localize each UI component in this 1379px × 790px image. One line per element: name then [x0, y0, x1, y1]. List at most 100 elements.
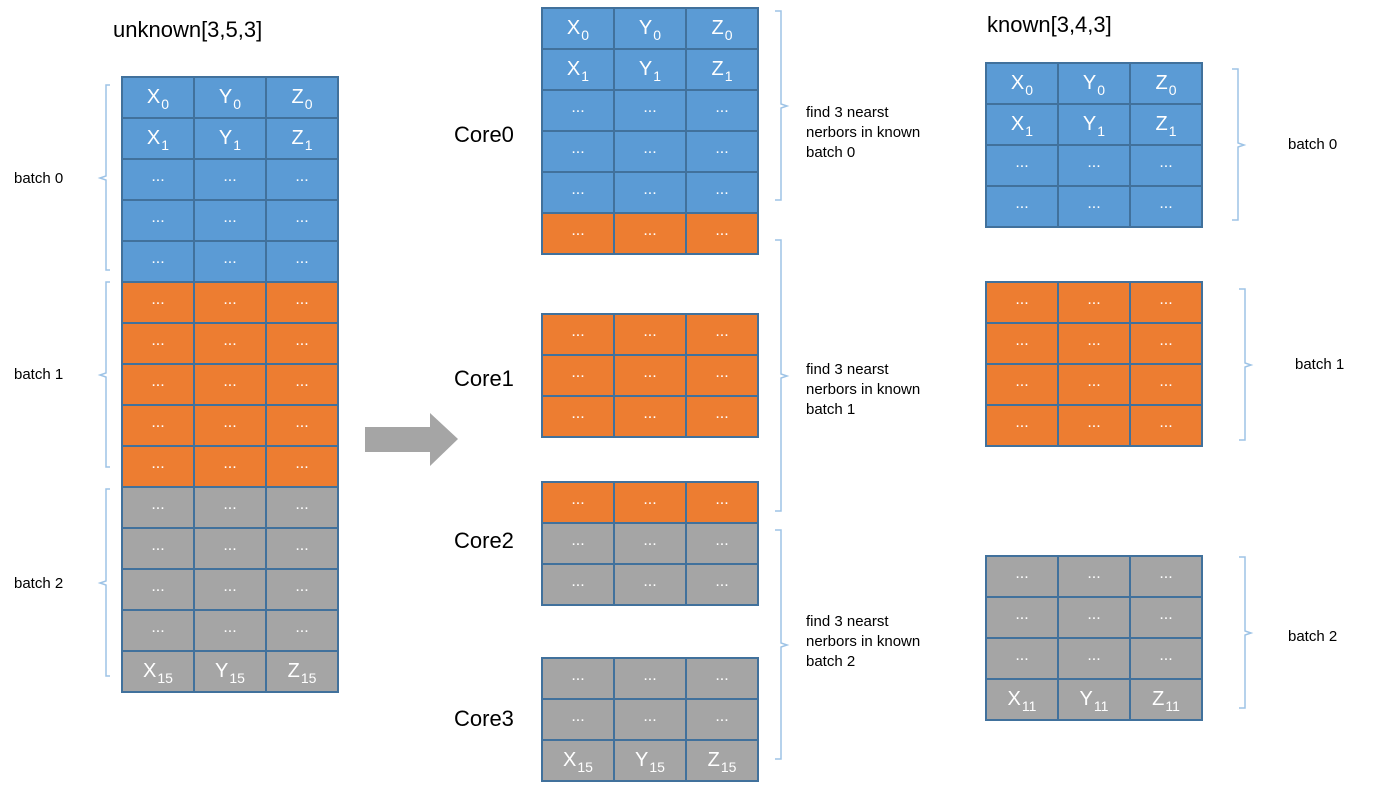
- note-batch-1: find 3 nearst nerbors in known batch 1: [806, 361, 921, 418]
- known-batch-0-brace: [1232, 68, 1247, 221]
- grid-cell: ...: [541, 130, 615, 173]
- grid-cell: ...: [613, 89, 687, 132]
- grid-cell: ...: [121, 486, 195, 529]
- grid-cell: ...: [265, 322, 339, 365]
- grid-cell: ...: [121, 240, 195, 283]
- grid-cell: ...: [541, 522, 615, 565]
- grid-cell: ...: [121, 281, 195, 324]
- grid-cell: ...: [685, 395, 759, 438]
- grid-cell: ...: [1129, 555, 1203, 598]
- grid-cell: ...: [613, 698, 687, 741]
- core1-label: Core1: [454, 366, 514, 391]
- grid-cell: ...: [193, 363, 267, 406]
- grid-cell: ...: [265, 486, 339, 529]
- grid-cell: ...: [1129, 596, 1203, 639]
- core2-label: Core2: [454, 528, 514, 553]
- grid-cell: ...: [541, 395, 615, 438]
- grid-cell: ...: [121, 404, 195, 447]
- grid-cell: ...: [121, 322, 195, 365]
- grid-cell: ...: [193, 240, 267, 283]
- grid-cell: ...: [1057, 596, 1131, 639]
- known-batch-1-grid: ....................................: [985, 281, 1203, 447]
- grid-cell: ...: [541, 657, 615, 700]
- grid-cell: ...: [985, 281, 1059, 324]
- core2-grid: ...........................: [541, 481, 759, 606]
- grid-cell: ...: [1057, 322, 1131, 365]
- note-batch-2: find 3 nearst nerbors in known batch 2: [806, 613, 921, 670]
- unknown-title: unknown[3,5,3]: [113, 17, 263, 42]
- grid-cell: ...: [265, 199, 339, 242]
- grid-cell: ...: [613, 657, 687, 700]
- grid-cell: ...: [985, 596, 1059, 639]
- grid-cell: ...: [685, 89, 759, 132]
- known-batch-1-brace: [1239, 288, 1254, 441]
- grid-cell: ...: [541, 563, 615, 606]
- grid-cell: ...: [193, 281, 267, 324]
- grid-cell: ...: [1129, 637, 1203, 680]
- grid-cell: ...: [193, 445, 267, 488]
- grid-cell: ...: [685, 354, 759, 397]
- grid-cell: ...: [193, 404, 267, 447]
- grid-cell: ...: [613, 212, 687, 255]
- core-batch-1-brace: [775, 239, 790, 512]
- grid-cell: ...: [1057, 363, 1131, 406]
- grid-cell: ...: [541, 354, 615, 397]
- right-arrow-icon: [365, 413, 458, 466]
- unknown-batch-0-brace: [97, 84, 110, 271]
- grid-cell: ...: [121, 363, 195, 406]
- note-batch-0: find 3 nearst nerbors in known batch 0: [806, 104, 921, 161]
- grid-cell: ...: [985, 322, 1059, 365]
- grid-cell: ...: [541, 171, 615, 214]
- grid-cell: ...: [1129, 404, 1203, 447]
- grid-cell: ...: [1057, 555, 1131, 598]
- grid-cell: ...: [193, 568, 267, 611]
- grid-cell: ...: [121, 568, 195, 611]
- grid-cell: ...: [613, 395, 687, 438]
- grid-cell: ...: [685, 563, 759, 606]
- grid-cell: ...: [613, 130, 687, 173]
- known-title: known[3,4,3]: [987, 12, 1112, 37]
- grid-cell: ...: [613, 481, 687, 524]
- known-batch-0-label: batch 0: [1288, 136, 1338, 153]
- grid-cell: ...: [1057, 185, 1131, 228]
- grid-cell: ...: [121, 199, 195, 242]
- unknown-batch-2-brace: [97, 488, 110, 677]
- grid-cell: ...: [193, 527, 267, 570]
- grid-cell: ...: [265, 158, 339, 201]
- grid-cell: ...: [685, 481, 759, 524]
- grid-cell: ...: [193, 199, 267, 242]
- known-batch-2-brace: [1239, 556, 1254, 709]
- grid-cell: ...: [1057, 637, 1131, 680]
- grid-cell: ...: [685, 522, 759, 565]
- grid-cell: ...: [193, 322, 267, 365]
- grid-cell: ...: [1129, 363, 1203, 406]
- grid-cell: ...: [985, 363, 1059, 406]
- grid-cell: ...: [985, 144, 1059, 187]
- grid-cell: ...: [985, 404, 1059, 447]
- grid-cell: ...: [985, 637, 1059, 680]
- grid-cell: ...: [685, 212, 759, 255]
- grid-cell: ...: [1129, 281, 1203, 324]
- grid-cell: ...: [1129, 185, 1203, 228]
- core-batch-2-brace: [775, 529, 790, 760]
- unknown-batch-1-brace: [97, 281, 110, 468]
- grid-cell: ...: [685, 657, 759, 700]
- unknown-batch-1-label: batch 1: [14, 366, 64, 383]
- grid-cell: ...: [1057, 144, 1131, 187]
